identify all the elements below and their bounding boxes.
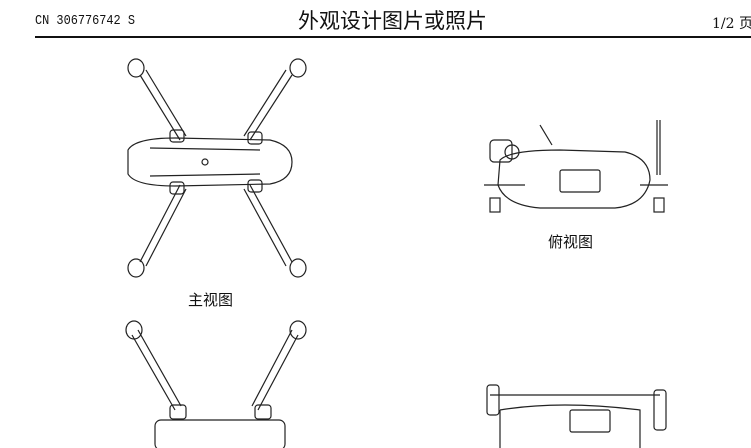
side-view-drone-drawing-partial xyxy=(125,320,307,448)
page-title: 外观设计图片或照片 xyxy=(298,9,487,33)
figure-caption-front-view: 主视图 xyxy=(188,291,234,309)
page-number: 1/2 页 xyxy=(712,16,751,32)
top-view-drone-drawing xyxy=(484,120,668,213)
header-rule xyxy=(35,36,751,38)
document-number: CN 306776742 S xyxy=(35,13,135,29)
figure-caption-top-view: 俯视图 xyxy=(548,233,594,251)
front-view-drone-drawing xyxy=(127,58,307,278)
bottom-view-drone-drawing-partial xyxy=(486,384,667,448)
